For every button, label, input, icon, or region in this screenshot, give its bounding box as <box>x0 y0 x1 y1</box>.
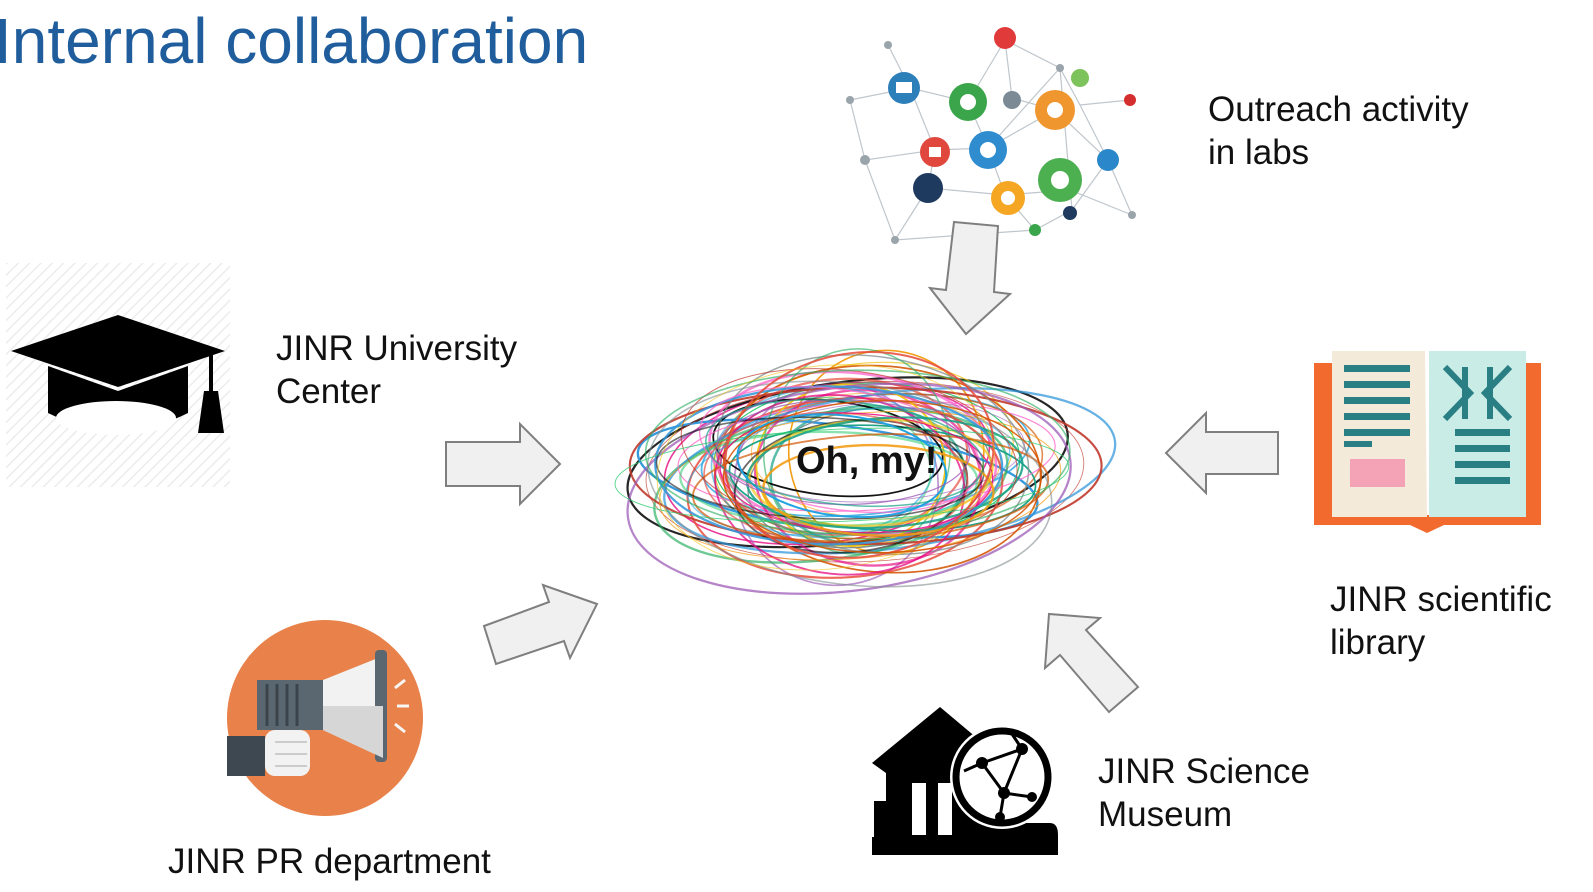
scribble-stroke <box>654 385 1004 546</box>
museum-label: JINR Science Museum <box>1098 752 1311 834</box>
scribble-stroke <box>645 381 1085 563</box>
scribble-stroke <box>724 351 995 559</box>
graduation-cap-icon <box>6 263 230 487</box>
scribble-stroke <box>728 424 1037 532</box>
scribble-stroke <box>663 387 1117 555</box>
scribble-stroke <box>736 413 948 519</box>
science-network-icon <box>846 27 1136 244</box>
outreach-label: Outreach activity in labs <box>1208 90 1469 172</box>
slide-title: Internal collaboration <box>0 5 589 77</box>
scribble-stroke <box>686 397 1004 579</box>
center-text: Oh, my! <box>796 440 938 482</box>
scribble-stroke <box>722 399 1043 554</box>
museum-globe-icon <box>872 707 1058 855</box>
megaphone-icon <box>227 620 423 816</box>
scribble-stroke <box>647 380 1053 588</box>
pr-label: JINR PR department <box>168 842 491 881</box>
scribble-stroke <box>656 364 995 571</box>
library-label: JINR scientific library <box>1330 580 1552 662</box>
scribble-stroke <box>745 416 1024 530</box>
open-book-icon <box>1314 351 1541 533</box>
scribble-stroke <box>614 427 1070 523</box>
scribble-stroke <box>626 382 1072 595</box>
scribble-stroke <box>692 433 1050 543</box>
university-label: JINR University Center <box>276 329 518 411</box>
scribble-stroke <box>705 398 985 508</box>
